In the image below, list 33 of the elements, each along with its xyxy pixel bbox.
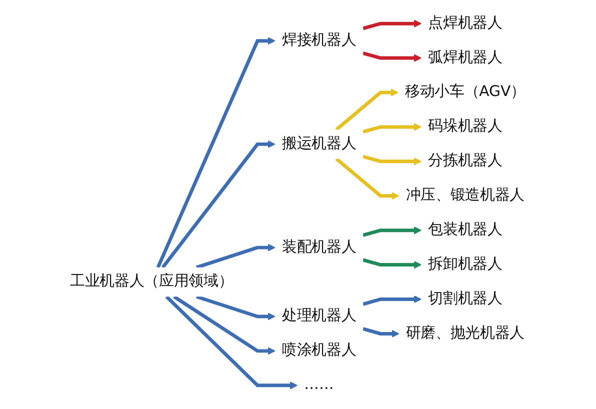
node-text: 研磨、抛光机器人 bbox=[406, 324, 525, 342]
arrow bbox=[196, 244, 276, 270]
node-text: 装配机器人 bbox=[282, 238, 356, 256]
arrow bbox=[362, 154, 422, 166]
node-text: 码垛机器人 bbox=[428, 118, 503, 136]
node-text: 弧焊机器人 bbox=[428, 48, 503, 66]
node-text: …… bbox=[304, 376, 334, 394]
node-text: 移动小车（AGV） bbox=[405, 83, 526, 101]
node-text: 冲压、锻造机器人 bbox=[406, 186, 525, 204]
arrow bbox=[156, 36, 276, 268]
tree-diagram: 工业机器人（应用领域） 焊接机器人 点焊机器人 弧焊机器人 搬运机器人 移动小车（AGV） 码垛机器人 分拣机器人 冲压、锻造机器人 装配机器人 包装机器人 拆卸机器人 处理机器人 切割机器人 研磨、抛光机器人 喷涂机器人 …… bbox=[56, 2, 540, 407]
node-text: 分拣机器人 bbox=[428, 152, 503, 170]
arrow bbox=[362, 20, 422, 30]
arrow bbox=[336, 88, 399, 131]
node-text: 搬运机器人 bbox=[282, 134, 356, 152]
arrow bbox=[362, 327, 400, 338]
arrow bbox=[362, 123, 422, 134]
arrow bbox=[173, 295, 276, 355]
arrow bbox=[162, 140, 276, 268]
arrow bbox=[166, 295, 298, 390]
arrow bbox=[336, 157, 400, 200]
arrow bbox=[362, 51, 422, 62]
arrow bbox=[362, 226, 422, 237]
node-text: 点焊机器人 bbox=[428, 14, 503, 32]
arrow bbox=[196, 294, 276, 320]
node-text: 拆卸机器人 bbox=[428, 255, 503, 273]
node-text: 处理机器人 bbox=[282, 307, 356, 325]
node-text: 喷涂机器人 bbox=[282, 342, 356, 360]
node-text: 焊接机器人 bbox=[282, 31, 356, 49]
node-text: 包装机器人 bbox=[428, 220, 503, 238]
node-text: 切割机器人 bbox=[428, 290, 503, 308]
arrow bbox=[362, 295, 422, 306]
arrow bbox=[362, 258, 422, 269]
